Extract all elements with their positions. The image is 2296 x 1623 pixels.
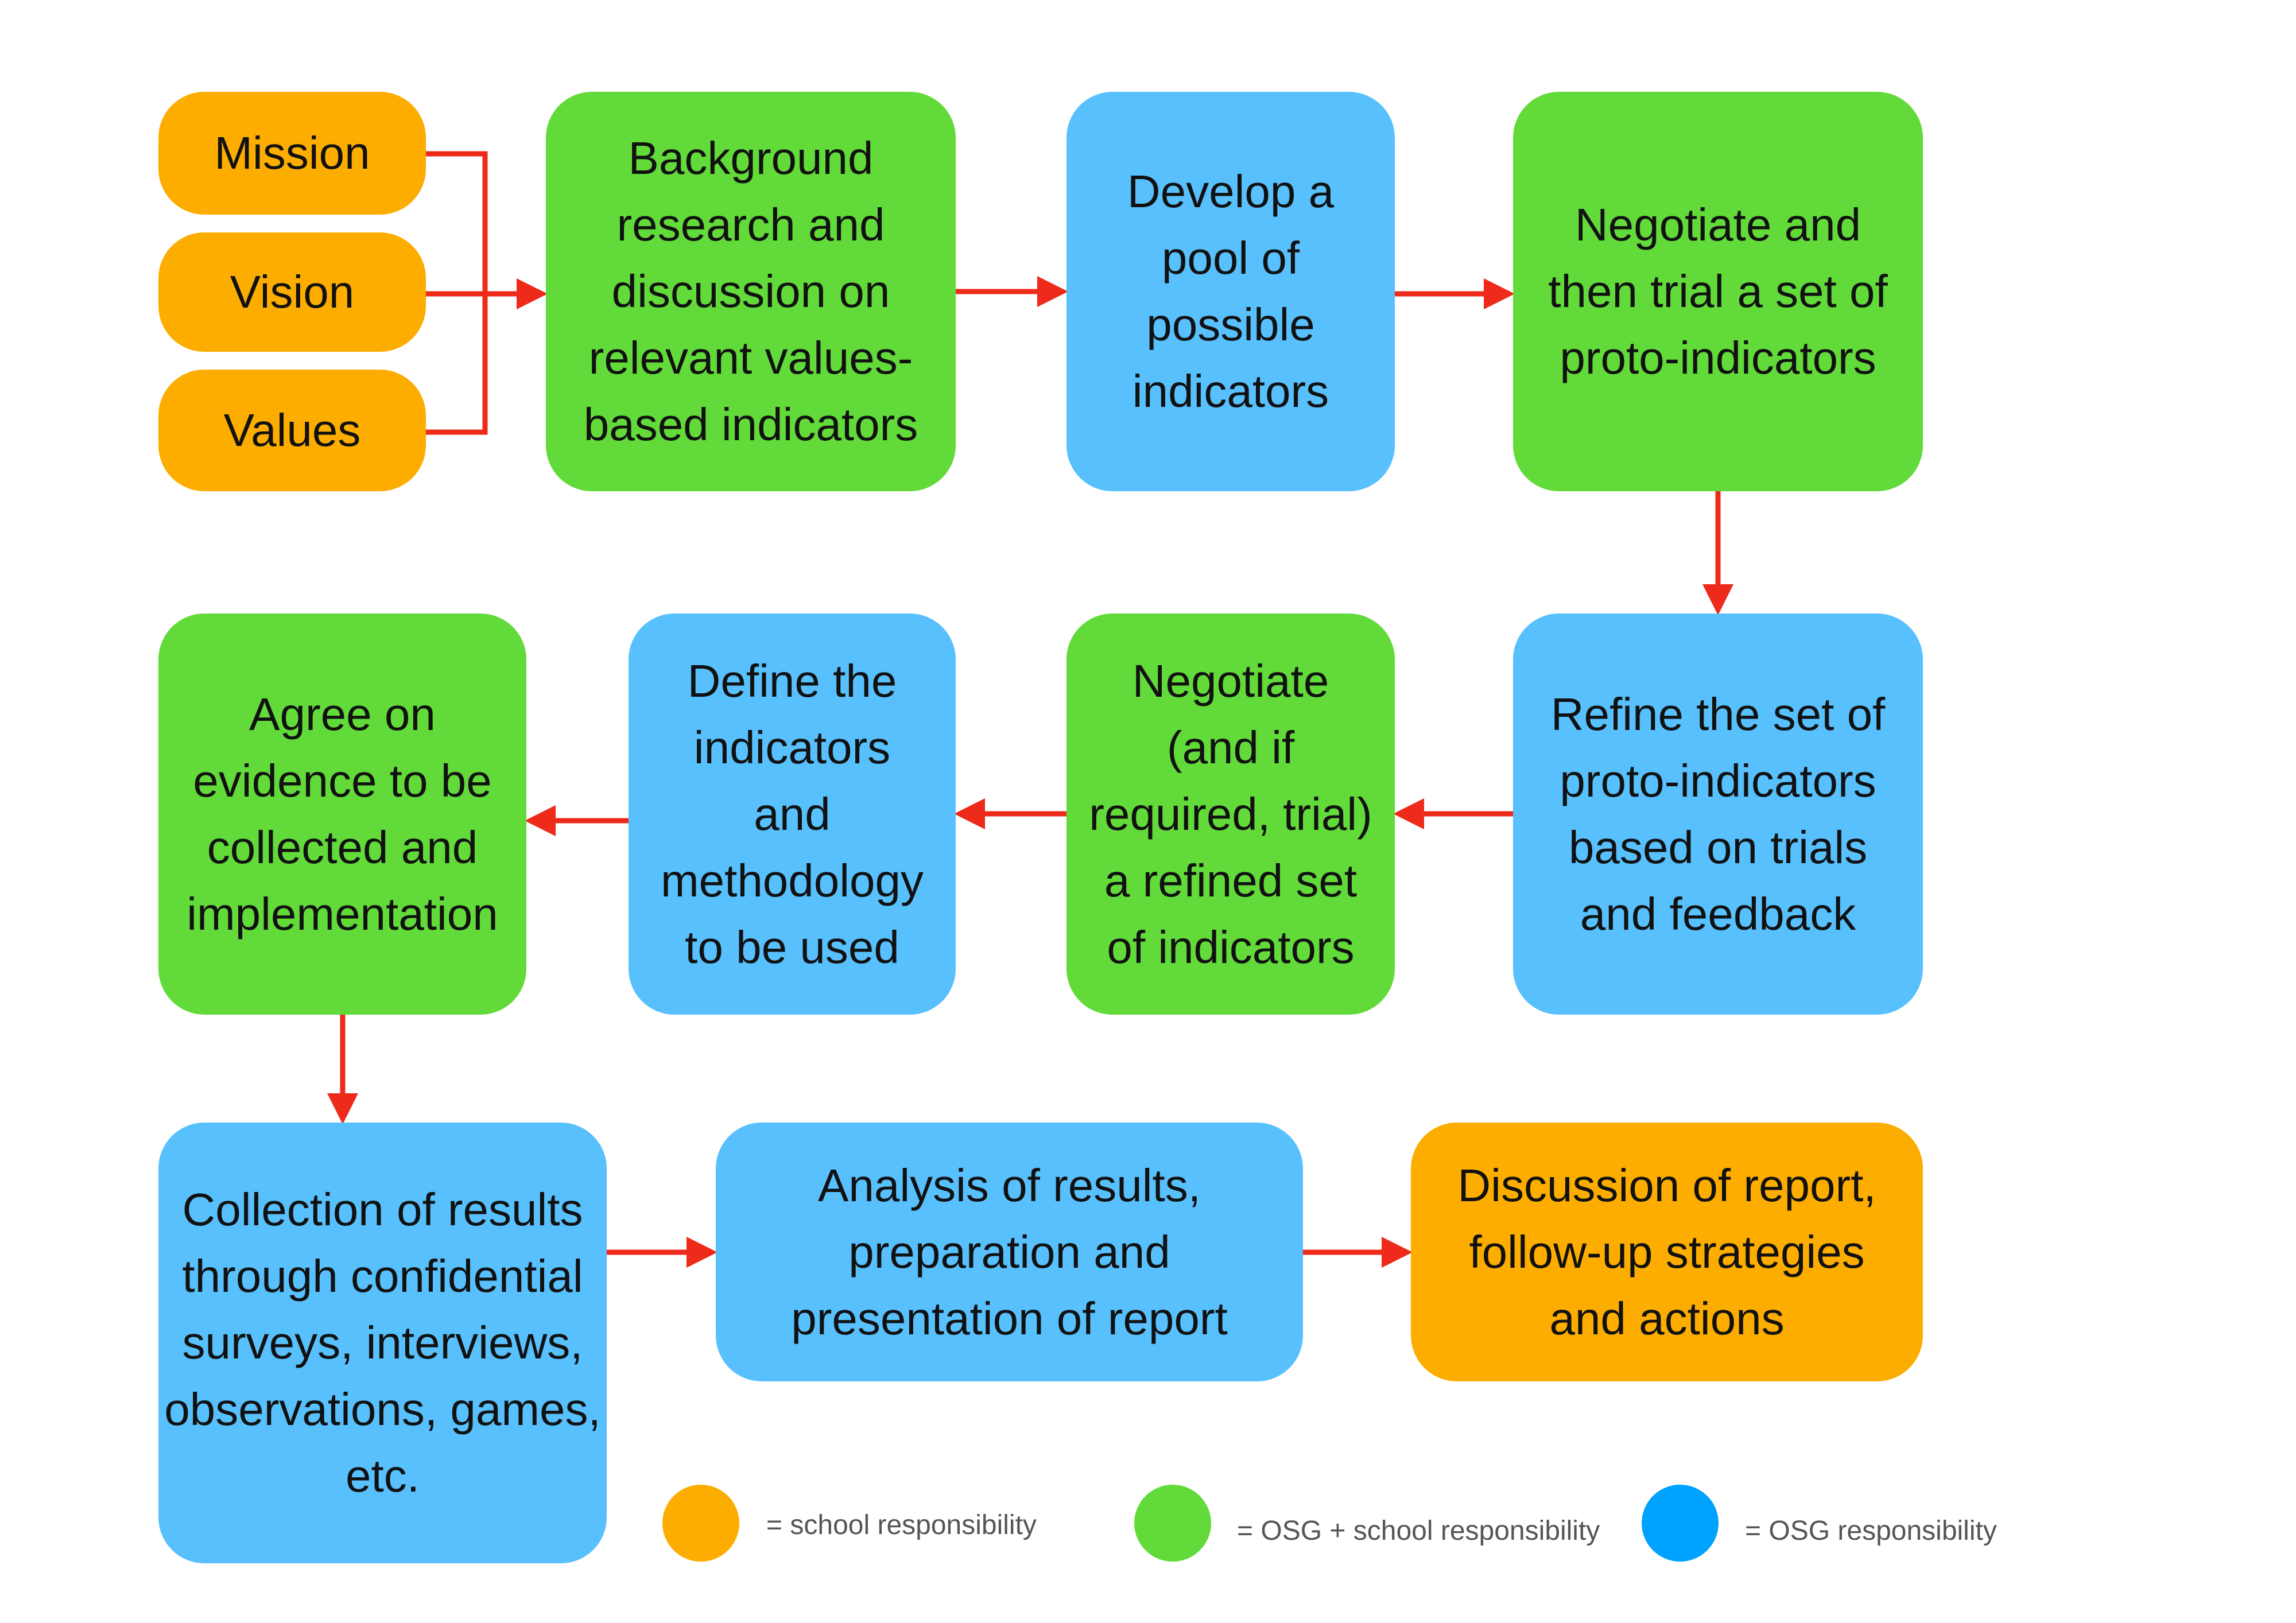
box-define-indicators: Define the indicators and methodology to…: [629, 614, 956, 1015]
legend-osg-school-label: = OSG + school responsibility: [1237, 1516, 1600, 1546]
box-background-research: Background research and discussion on re…: [546, 92, 956, 491]
box-vision: Vision: [158, 232, 426, 352]
box-negotiate-trial: Negotiate and then trial a set of proto-…: [1513, 92, 1923, 491]
box-collection-results: Collection of results through confidenti…: [158, 1123, 607, 1563]
legend-osg-label: = OSG responsibility: [1745, 1516, 1997, 1546]
box-mission: Mission: [158, 92, 426, 215]
legend-osg-school-swatch: [1134, 1485, 1211, 1562]
box-negotiate-refined: Negotiate (and if required, trial) a ref…: [1066, 614, 1395, 1015]
legend-school-label: = school responsibility: [766, 1510, 1037, 1540]
box-analysis-results: Analysis of results, preparation and pre…: [716, 1123, 1303, 1381]
box-refine-set: Refine the set of proto-indicators based…: [1513, 614, 1923, 1015]
box-values: Values: [158, 370, 426, 491]
legend-school-swatch: [662, 1485, 739, 1562]
box-agree-evidence: Agree on evidence to be collected and im…: [158, 614, 526, 1015]
box-develop-pool: Develop a pool of possible indicators: [1066, 92, 1395, 491]
legend-osg-swatch: [1642, 1485, 1719, 1562]
box-discussion-report: Discussion of report, follow-up strategi…: [1411, 1123, 1923, 1381]
